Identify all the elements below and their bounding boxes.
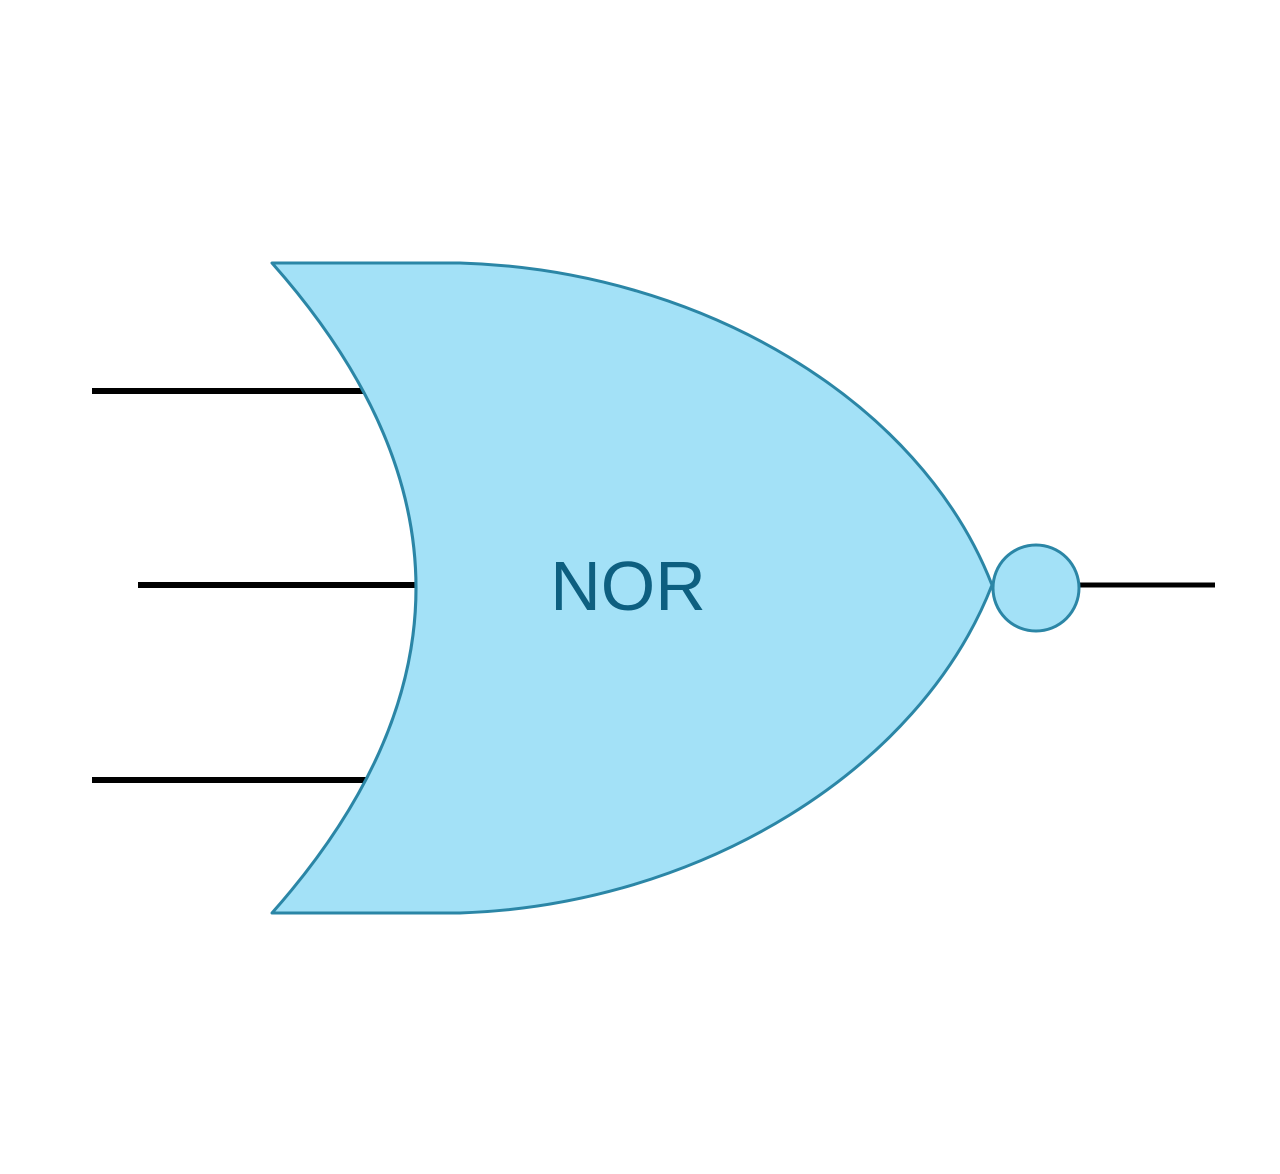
nor-gate-body: [270, 261, 994, 915]
gate-label: NOR: [550, 547, 706, 625]
inversion-bubble: [991, 543, 1081, 633]
